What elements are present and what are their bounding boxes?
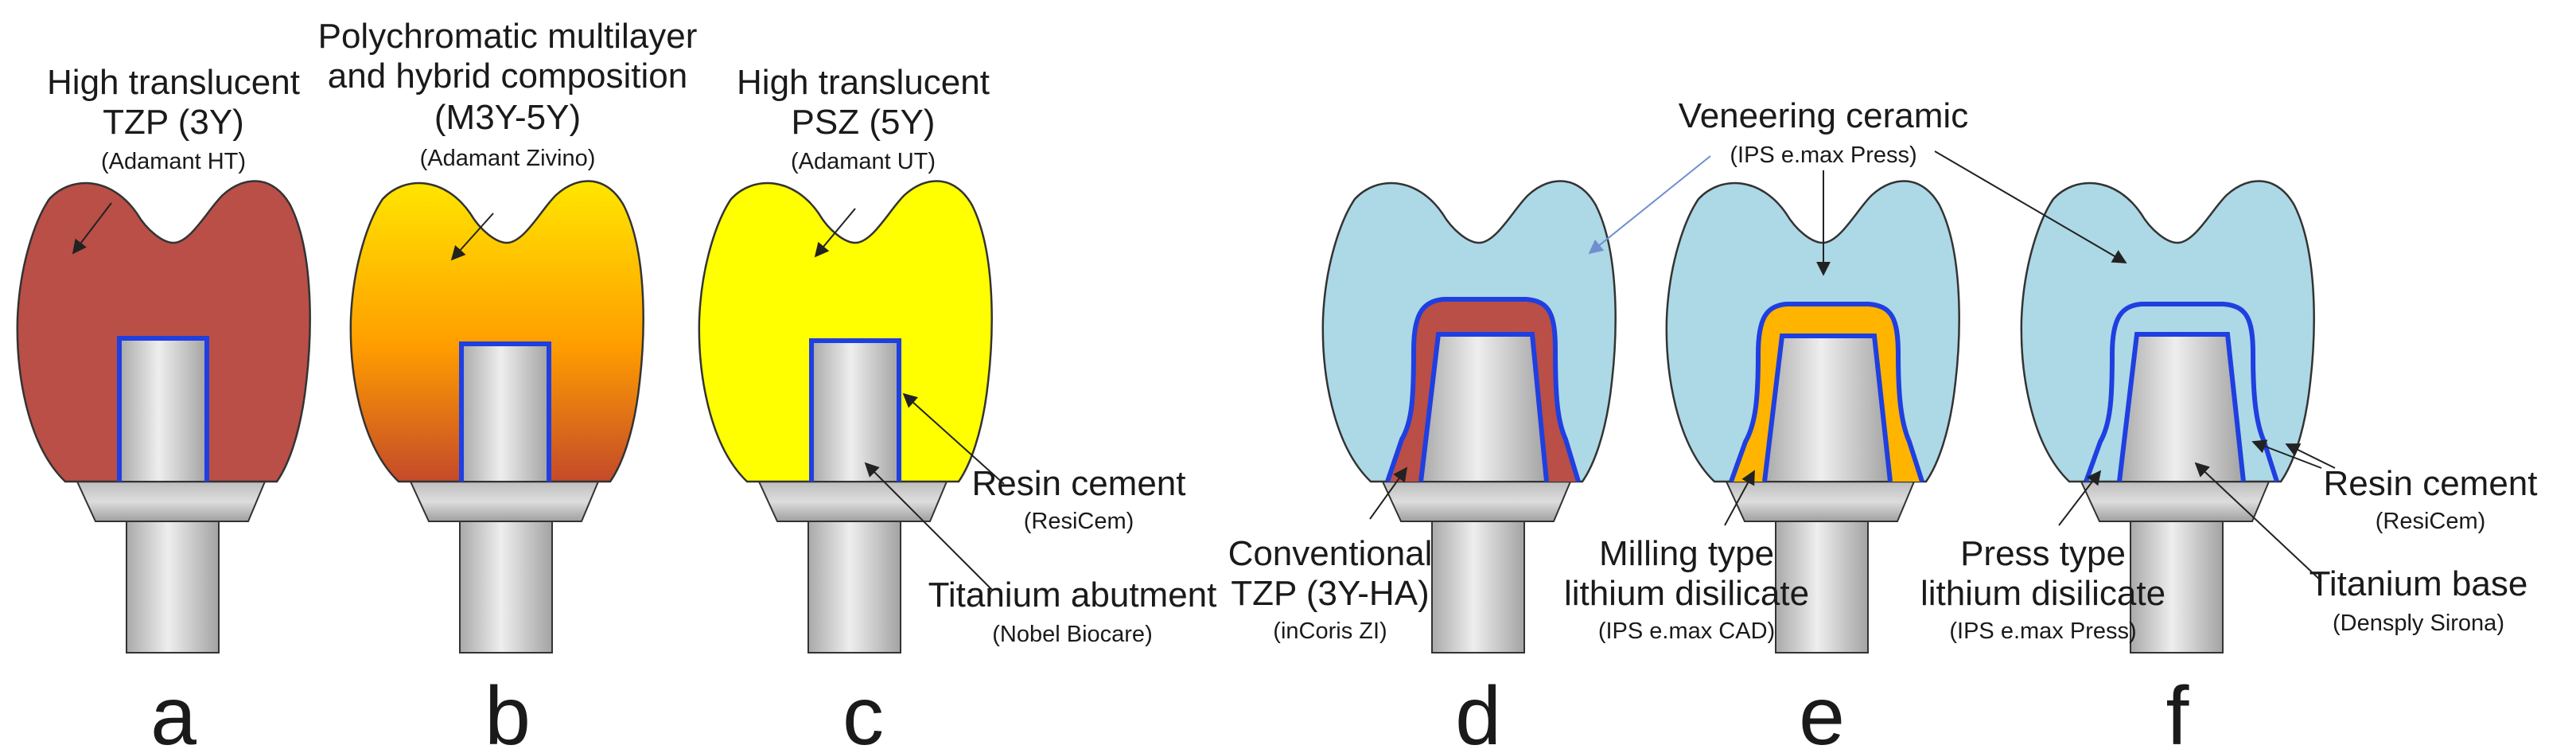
core-outline [1729, 302, 1924, 483]
core-product: (IPS e.max CAD) [1598, 618, 1775, 644]
implant-assembly-f [2080, 481, 2271, 654]
panel-letter: e [1799, 670, 1845, 753]
material-title-line1: Polychromatic multilayer [318, 17, 698, 56]
implant-fixture [807, 521, 901, 654]
core-pointer-arrow [1369, 466, 1408, 520]
abutment-platform [1725, 481, 1916, 522]
material-pointer-arrow [72, 202, 112, 255]
panel-letter: f [2166, 670, 2190, 753]
abutment-platform [1381, 481, 1572, 522]
panel-letter: c [842, 670, 884, 753]
resin-cement-line [1762, 334, 1893, 482]
implant-assembly-c [757, 481, 948, 654]
core-pointer-arrow [2058, 470, 2102, 526]
implant-assembly-e [1725, 481, 1916, 654]
material-title-line3: (M3Y-5Y) [434, 98, 581, 137]
implant-assembly-b [409, 481, 600, 654]
panel-d: Conventional TZP (3Y-HA) (inCoris ZI) d [1228, 180, 1617, 753]
base-product: (Densply Sirona) [2333, 611, 2504, 636]
abutment-pointer-arrow [864, 462, 994, 591]
cement-label: Resin cement [2323, 464, 2537, 503]
material-title-line2: PSZ (5Y) [792, 103, 936, 142]
panel-e: Milling type lithium disilicate (IPS e.m… [1564, 180, 1960, 753]
veneer-arrow-to-f [1934, 150, 2127, 263]
panel-letter: a [150, 670, 197, 753]
crown-body [16, 180, 311, 483]
material-title-line1: High translucent [737, 63, 990, 102]
resin-cement-line [809, 338, 901, 482]
implant-assembly-d [1381, 481, 1572, 654]
core-label-line1: Milling type [1599, 534, 1774, 573]
veneer-product: (IPS e.max Press) [1730, 142, 1916, 168]
resin-cement-line [459, 341, 551, 482]
base-pointer-arrow [2194, 462, 2322, 582]
resin-cement-line [2117, 332, 2246, 482]
core-product: (inCoris ZI) [1273, 618, 1387, 644]
abutment-platform [2080, 481, 2271, 522]
abutment-platform [76, 481, 267, 522]
panel-b: Polychromatic multilayer and hybrid comp… [318, 17, 698, 753]
abutment-product: (Nobel Biocare) [992, 622, 1152, 647]
cement-label: Resin cement [971, 464, 1185, 503]
material-product: (Adamant HT) [101, 149, 246, 174]
material-pointer-arrow [814, 208, 856, 258]
titanium-abutment [811, 340, 900, 482]
material-pointer-arrow [450, 213, 494, 261]
material-product: (Adamant UT) [791, 149, 936, 174]
core-pointer-arrow [1724, 470, 1755, 526]
abutment-platform [409, 481, 600, 522]
veneer-callout: Veneering ceramic (IPS e.max Press) [1588, 96, 2127, 276]
material-title-line1: High translucent [47, 63, 300, 102]
panel-c: High translucent PSZ (5Y) (Adamant UT) R… [698, 63, 1217, 753]
core-label-line1: Conventional [1228, 534, 1433, 573]
implant-fixture [1775, 521, 1869, 654]
core-label-line2: TZP (3Y-HA) [1231, 574, 1429, 613]
titanium-abutment [1763, 335, 1892, 482]
cement-product: (ResiCem) [1024, 509, 1134, 534]
veneer-arrow-to-d [1588, 155, 1711, 255]
implant-fixture [2130, 521, 2224, 654]
base-label: Titanium base [2309, 564, 2528, 603]
veneer-body [2020, 180, 2315, 483]
material-title-line2: and hybrid composition [328, 57, 687, 96]
core-product: (IPS e.max Press) [1949, 618, 2136, 644]
resin-cement-line [1418, 332, 1549, 482]
material-product: (Adamant Zivino) [420, 146, 596, 171]
material-title-line2: TZP (3Y) [103, 103, 244, 142]
titanium-abutment [119, 337, 208, 482]
panel-letter: d [1455, 670, 1501, 753]
abutment-label: Titanium abutment [928, 575, 1217, 614]
implant-fixture [1431, 521, 1525, 654]
core-label-line2: lithium disilicate [1920, 574, 2165, 613]
implant-fixture [126, 521, 220, 654]
implant-assembly-a [76, 481, 267, 654]
crown-body [349, 180, 644, 483]
panel-a: High translucent TZP (3Y) (Adamant HT) a [16, 63, 311, 753]
core-label-line1: Press type [1960, 534, 2126, 573]
titanium-base [2118, 334, 2245, 482]
titanium-abutment [1419, 334, 1548, 482]
panel-f: Press type lithium disilicate (IPS e.max… [1920, 180, 2538, 753]
veneer-label: Veneering ceramic [1679, 96, 1968, 135]
cement-pointer-arrow [902, 392, 1005, 485]
resin-cement-line [117, 336, 209, 482]
implant-fixture [459, 521, 553, 654]
panel-letter: b [484, 670, 531, 753]
cement-pointer-arrow-outer [2285, 443, 2336, 469]
titanium-abutment [461, 343, 550, 482]
press-core-outline [2084, 302, 2279, 483]
cement-product: (ResiCem) [2376, 509, 2486, 534]
core-outline [1385, 297, 1581, 482]
core-label-line2: lithium disilicate [1564, 574, 1809, 613]
